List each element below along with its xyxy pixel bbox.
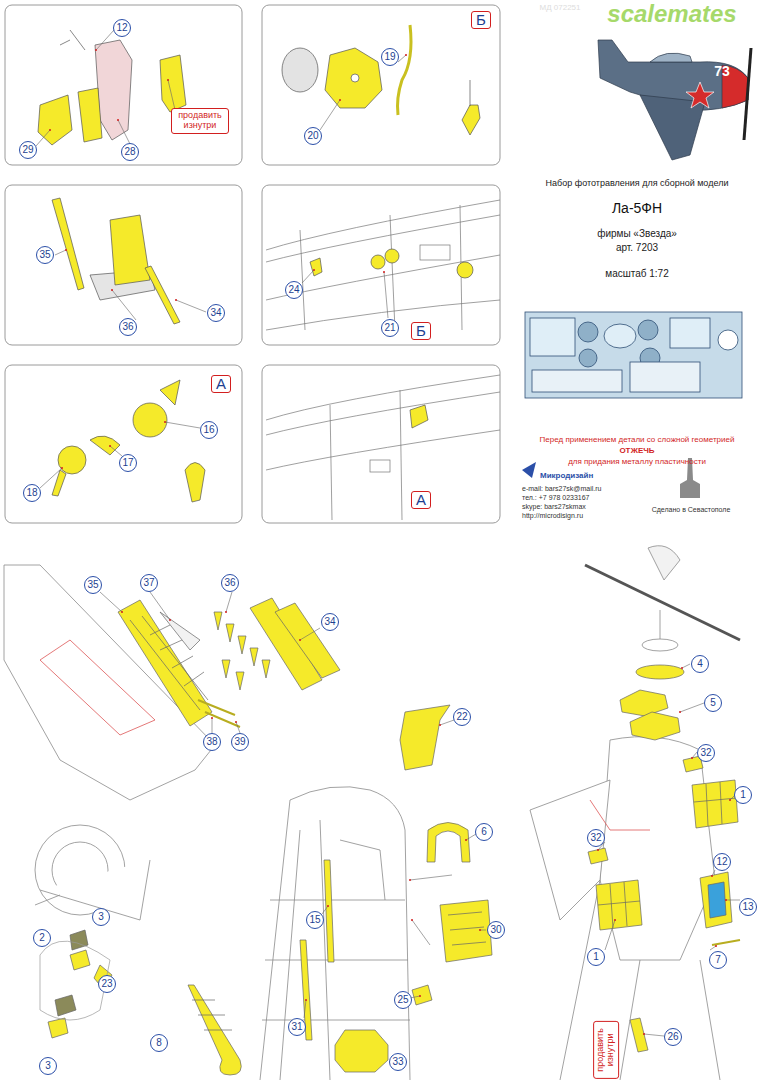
note-text: ОТЖЕЧЬ bbox=[619, 447, 654, 456]
box-text: продавить изнутри bbox=[175, 111, 225, 131]
note-text: фирмы «Звезда» bbox=[597, 228, 677, 239]
callout-number: 8 bbox=[150, 1034, 168, 1052]
detail-key-box: Б bbox=[411, 322, 431, 341]
detail-key-box: Б bbox=[471, 11, 491, 30]
callout-number: 29 bbox=[19, 141, 37, 159]
callout-number: 3 bbox=[92, 908, 110, 926]
note-box: продавить изнутри bbox=[593, 1021, 619, 1079]
callout-number: 34 bbox=[321, 613, 339, 631]
note-text: тел.: +7 978 0233167 bbox=[522, 494, 590, 502]
box-text: Б bbox=[476, 12, 486, 29]
callout-number: 17 bbox=[119, 454, 137, 472]
note-text: http://microdisign.ru bbox=[522, 512, 583, 520]
note-text: Ла-5ФН bbox=[612, 201, 662, 216]
callout-number: 18 bbox=[23, 484, 41, 502]
detail-key-box: А bbox=[211, 375, 231, 394]
callout-number: 16 bbox=[200, 421, 218, 439]
box-text: Б bbox=[416, 323, 426, 340]
callout-number: 19 bbox=[381, 48, 399, 66]
callout-number: 2 bbox=[33, 929, 51, 947]
callout-number: 12 bbox=[713, 853, 731, 871]
callout-number: 36 bbox=[119, 318, 137, 336]
callout-number: 15 bbox=[306, 911, 324, 929]
callout-number: 33 bbox=[389, 1053, 407, 1071]
note-text: skype: bars27skmax bbox=[522, 503, 586, 511]
callout-number: 23 bbox=[98, 975, 116, 993]
note-text: e-mail: bars27sk@mail.ru bbox=[522, 485, 601, 493]
note-text: для придания металлу пластичности bbox=[568, 458, 706, 467]
callout-number: 24 bbox=[285, 281, 303, 299]
callout-number: 12 bbox=[113, 19, 131, 37]
callout-number: 36 bbox=[221, 574, 239, 592]
note-text: Набор фототравления для сборной модели bbox=[546, 179, 729, 189]
box-text: А bbox=[216, 376, 226, 393]
box-text: А bbox=[416, 492, 426, 509]
callout-number: 38 bbox=[203, 733, 221, 751]
callout-number: 32 bbox=[587, 829, 605, 847]
callout-number: 6 bbox=[475, 823, 493, 841]
callout-number: 21 bbox=[381, 319, 399, 337]
callout-number: 31 bbox=[288, 1018, 306, 1036]
callout-number: 37 bbox=[140, 574, 158, 592]
note-text: арт. 7203 bbox=[616, 242, 658, 253]
callout-number: 5 bbox=[704, 694, 722, 712]
callout-number: 20 bbox=[304, 127, 322, 145]
callout-number: 35 bbox=[36, 246, 54, 264]
callout-number: 35 bbox=[84, 576, 102, 594]
note-text: Микродизайн bbox=[540, 472, 593, 481]
callout-number: 25 bbox=[394, 991, 412, 1009]
callout-number: 7 bbox=[709, 951, 727, 969]
note-text: Перед применением детали со сложной геом… bbox=[540, 436, 735, 445]
callout-number: 4 bbox=[691, 655, 709, 673]
callout-number: 26 bbox=[664, 1028, 682, 1046]
note-text: масштаб 1:72 bbox=[605, 268, 668, 279]
detail-key-box: А bbox=[411, 491, 431, 510]
box-text: продавить изнутри bbox=[596, 1025, 616, 1075]
note-text: Сделано в Севастополе bbox=[652, 506, 731, 514]
note-box: продавить изнутри bbox=[171, 108, 229, 134]
note-text: МД 072251 bbox=[540, 4, 581, 13]
callout-number: 28 bbox=[121, 143, 139, 161]
callout-number: 13 bbox=[739, 898, 757, 916]
note-text: scalemates bbox=[607, 1, 736, 27]
note-text: 73 bbox=[714, 64, 730, 79]
callout-number: 34 bbox=[207, 304, 225, 322]
callout-number: 39 bbox=[231, 733, 249, 751]
callout-number: 1 bbox=[587, 948, 605, 966]
callout-number: 1 bbox=[734, 786, 752, 804]
callout-number: 22 bbox=[453, 708, 471, 726]
callout-number: 3 bbox=[39, 1057, 57, 1075]
callout-number: 32 bbox=[697, 744, 715, 762]
callout-number: 30 bbox=[487, 921, 505, 939]
